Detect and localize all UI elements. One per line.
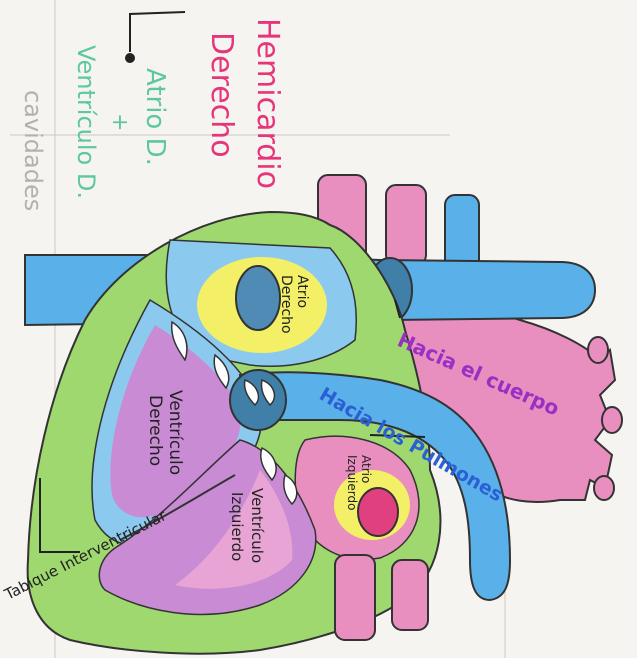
bracket-mark <box>130 12 185 52</box>
right-atrium-opening <box>236 266 280 330</box>
label-ventriculo-derecho-2: Derecho <box>145 395 165 466</box>
title-line1: Hemicardio <box>250 18 285 189</box>
note-cavidades: cavidades <box>19 90 47 211</box>
label-ventriculo-izquierdo-1: Ventrículo <box>248 488 266 563</box>
note-ventriculo: Ventrículo D. <box>72 45 100 199</box>
label-atrio-izquierdo-1: Atrio <box>359 455 373 483</box>
left-atrium-opening <box>358 488 398 536</box>
note-atrio: Atrio D. <box>140 68 170 166</box>
label-atrio-derecho-1: Atrio <box>294 275 310 308</box>
note-plus: + <box>107 113 132 131</box>
label-atrio-derecho-2: Derecho <box>278 275 294 334</box>
bracket-dot <box>125 53 135 63</box>
label-atrio-izquierdo-2: Izquierdo <box>345 455 359 510</box>
label-ventriculo-derecho-1: Ventrículo <box>165 390 185 475</box>
title-line2: Derecho <box>204 32 239 158</box>
label-ventriculo-izquierdo-2: Izquierdo <box>228 492 246 561</box>
